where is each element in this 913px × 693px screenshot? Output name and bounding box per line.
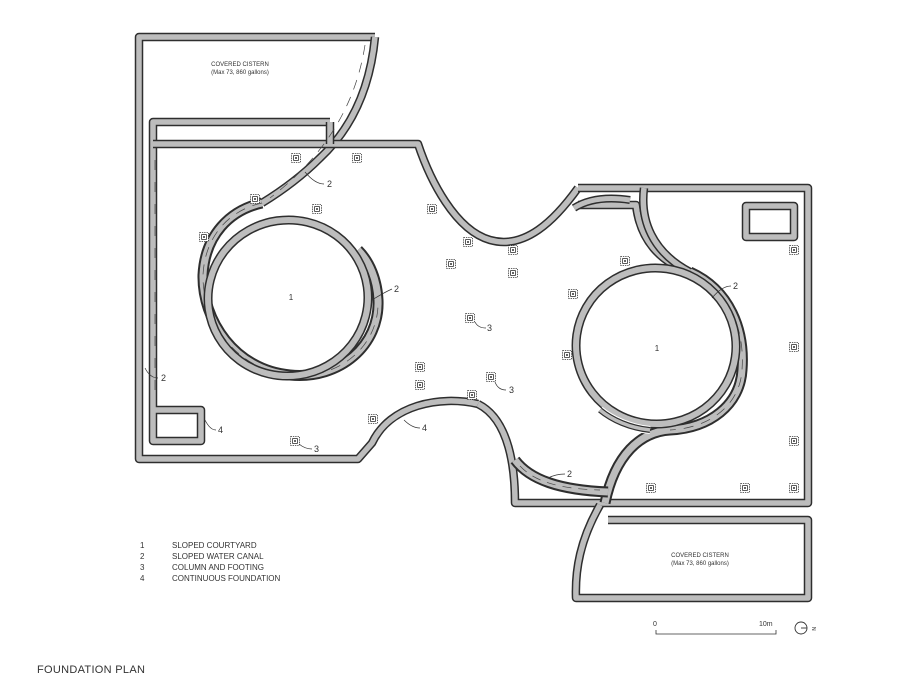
continuous-foundation-right xyxy=(475,183,813,603)
legend-number: 3 xyxy=(140,563,145,572)
legend-label: CONTINUOUS FOUNDATION xyxy=(172,574,281,583)
legend-number: 2 xyxy=(140,552,145,561)
callout-column: 3 xyxy=(487,323,492,333)
callout-leaders xyxy=(144,171,732,479)
legend-label: SLOPED COURTYARD xyxy=(172,541,257,550)
legend-label: COLUMN AND FOOTING xyxy=(172,563,265,572)
north-arrow: N xyxy=(794,621,816,635)
drawing-title: FOUNDATION PLAN xyxy=(37,664,146,676)
callout-canal: 2 xyxy=(161,373,166,383)
cistern-bottom-right-capacity: (Max 73, 860 gallons) xyxy=(671,561,729,567)
water-canal-right xyxy=(510,194,748,505)
cistern-top-left-capacity: (Max 73, 860 gallons) xyxy=(211,70,269,76)
courtyard-label-right: 1 xyxy=(655,344,660,353)
right-wing xyxy=(475,183,813,603)
callout-canal: 2 xyxy=(327,179,332,189)
callout-canal: 2 xyxy=(394,284,399,294)
north-label: N xyxy=(810,627,816,631)
callout-canal: 2 xyxy=(733,281,738,291)
callout-canal: 2 xyxy=(567,469,572,479)
scale-bar: 0 10m xyxy=(653,621,777,635)
legend-item: 1 SLOPED COURTYARD xyxy=(140,540,280,551)
legend-item: 4 CONTINUOUS FOUNDATION xyxy=(140,573,280,584)
legend-label: SLOPED WATER CANAL xyxy=(172,552,264,561)
scale-bar-end: 10m xyxy=(759,621,773,628)
left-wing xyxy=(134,32,582,464)
cistern-bottom-right-name: COVERED CISTERN xyxy=(671,553,729,559)
plan-labels: COVERED CISTERN (Max 73, 860 gallons) CO… xyxy=(161,62,738,567)
columns-and-footings xyxy=(199,153,799,493)
legend-number: 4 xyxy=(140,574,145,583)
legend-number: 1 xyxy=(140,541,145,550)
callout-column: 3 xyxy=(509,385,514,395)
callout-foundation: 4 xyxy=(218,425,223,435)
cistern-top-left-name: COVERED CISTERN xyxy=(211,62,269,68)
legend-item: 3 COLUMN AND FOOTING xyxy=(140,562,280,573)
courtyard-label-left: 1 xyxy=(289,293,294,302)
continuous-foundation-left xyxy=(134,32,582,464)
scale-bar-start: 0 xyxy=(653,621,657,628)
callout-foundation: 4 xyxy=(422,423,427,433)
callout-column: 3 xyxy=(314,444,319,454)
legend-item: 2 SLOPED WATER CANAL xyxy=(140,551,280,562)
